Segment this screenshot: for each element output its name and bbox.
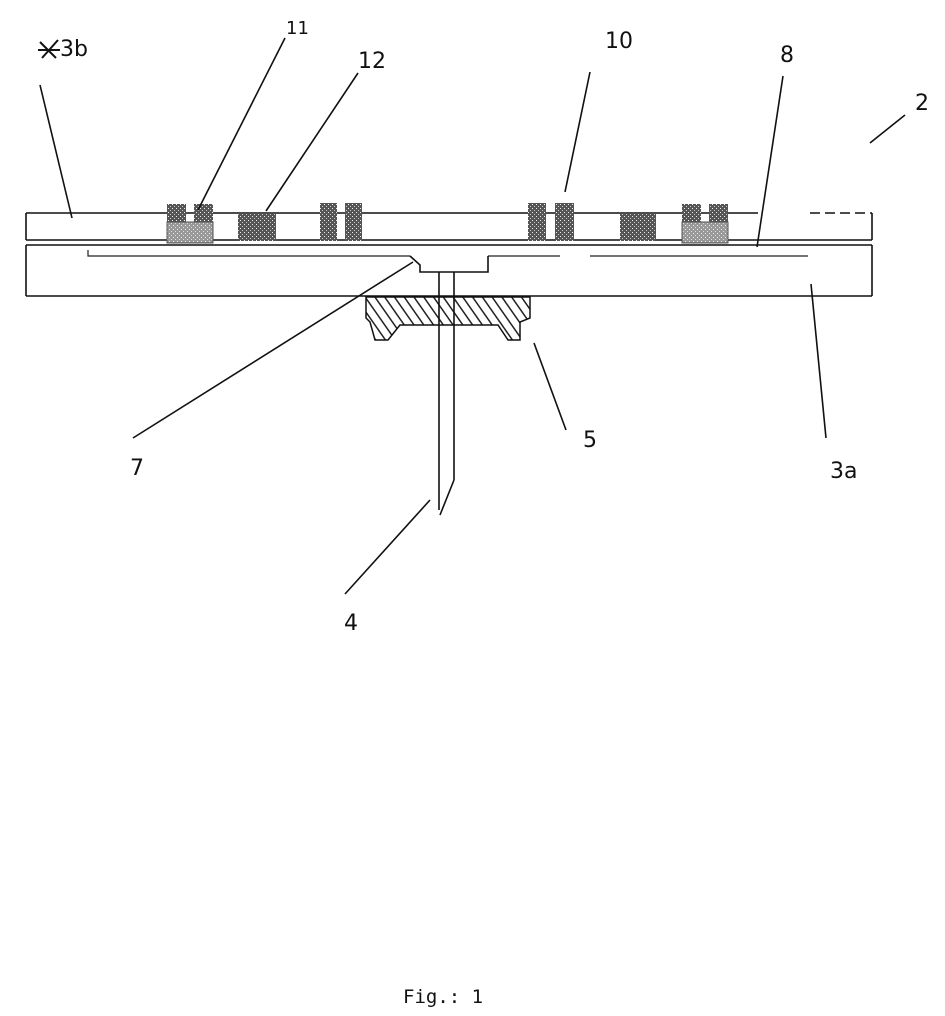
strikethrough-mark xyxy=(38,40,60,58)
reagent-pad-right xyxy=(620,214,656,241)
top-cover-strip xyxy=(26,213,872,240)
label-12: 12 xyxy=(358,49,386,74)
figure-caption: Fig.: 1 xyxy=(403,986,483,1008)
label-3a: 3a xyxy=(830,459,857,484)
base-plate xyxy=(26,245,872,296)
label-7: 7 xyxy=(130,456,144,481)
electrode-pair-left xyxy=(320,203,362,241)
label-4: 4 xyxy=(344,611,358,636)
label-8: 8 xyxy=(780,43,794,68)
collection-chamber xyxy=(410,256,488,272)
label-10: 10 xyxy=(605,29,633,54)
reagent-pad-left xyxy=(238,214,276,241)
left-sensor-group xyxy=(167,204,213,243)
label-3b: 3b xyxy=(60,37,88,62)
label-2: 2 xyxy=(915,91,929,116)
electrode-pair-right xyxy=(528,203,574,241)
label-11: 11 xyxy=(286,18,309,39)
label-5: 5 xyxy=(583,428,597,453)
channel xyxy=(88,250,808,256)
needle-hub xyxy=(366,297,530,340)
right-sensor-group xyxy=(682,204,728,243)
